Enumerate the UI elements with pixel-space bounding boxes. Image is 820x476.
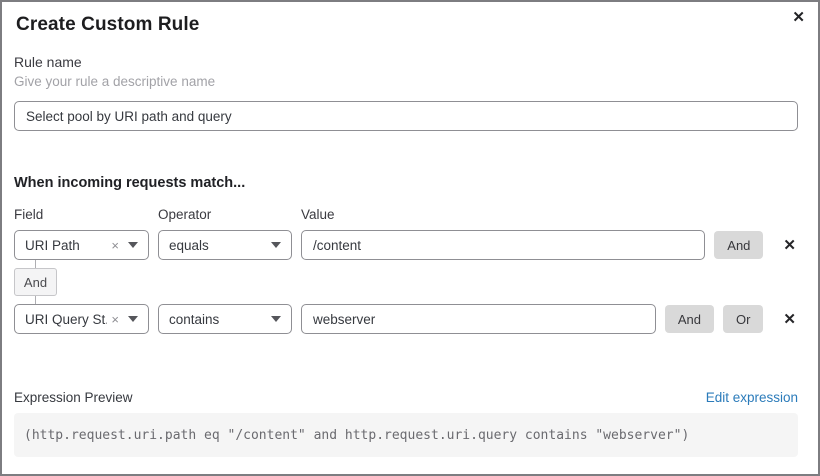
chevron-down-icon	[128, 242, 138, 248]
operator-select-row2-value: contains	[169, 311, 220, 327]
delete-row-icon[interactable]: ✕	[783, 236, 796, 254]
and-button-row1[interactable]: And	[714, 231, 764, 259]
field-select-row1-value: URI Path	[25, 237, 80, 253]
expression-header: Expression Preview Edit expression	[14, 390, 798, 405]
edit-expression-link[interactable]: Edit expression	[705, 390, 798, 405]
value-column-label: Value	[301, 207, 335, 222]
match-row-1: URI Path × equals And ✕	[14, 230, 798, 260]
operator-select-row2[interactable]: contains	[158, 304, 292, 334]
chevron-down-icon	[271, 316, 281, 322]
and-button-row2[interactable]: And	[664, 305, 714, 333]
field-column-label: Field	[14, 207, 44, 222]
field-select-row2-value: URI Query St...	[25, 311, 108, 327]
value-input-row2[interactable]	[301, 304, 656, 334]
match-row-2: URI Query St... × contains And Or ✕	[14, 304, 798, 334]
column-labels: Field Operator Value	[14, 207, 798, 222]
connector-and-badge: And	[14, 268, 57, 296]
field-select-row2[interactable]: URI Query St... ×	[14, 304, 149, 334]
value-input-row1[interactable]	[301, 230, 706, 260]
rule-name-input[interactable]	[14, 101, 798, 131]
rule-name-label: Rule name	[14, 54, 82, 70]
operator-select-row1-value: equals	[169, 237, 209, 253]
row-connector: And	[14, 260, 798, 304]
match-heading: When incoming requests match...	[14, 175, 246, 191]
connector-line-bottom	[35, 296, 36, 304]
expression-code: (http.request.uri.path eq "/content" and…	[14, 413, 798, 457]
connector-line-top	[35, 260, 36, 268]
clear-selection-icon[interactable]: ×	[111, 311, 119, 327]
expression-preview-label: Expression Preview	[14, 390, 133, 405]
chevron-down-icon	[271, 242, 281, 248]
operator-column-label: Operator	[158, 207, 212, 222]
chevron-down-icon	[128, 316, 138, 322]
dialog-title: Create Custom Rule	[16, 14, 200, 35]
clear-selection-icon[interactable]: ×	[111, 237, 119, 253]
or-button-row2[interactable]: Or	[722, 305, 764, 333]
field-select-row1[interactable]: URI Path ×	[14, 230, 149, 260]
close-icon[interactable]: ✕	[792, 9, 805, 26]
operator-select-row1[interactable]: equals	[158, 230, 292, 260]
delete-row-icon[interactable]: ✕	[783, 310, 796, 328]
rule-name-helper: Give your rule a descriptive name	[14, 74, 216, 89]
